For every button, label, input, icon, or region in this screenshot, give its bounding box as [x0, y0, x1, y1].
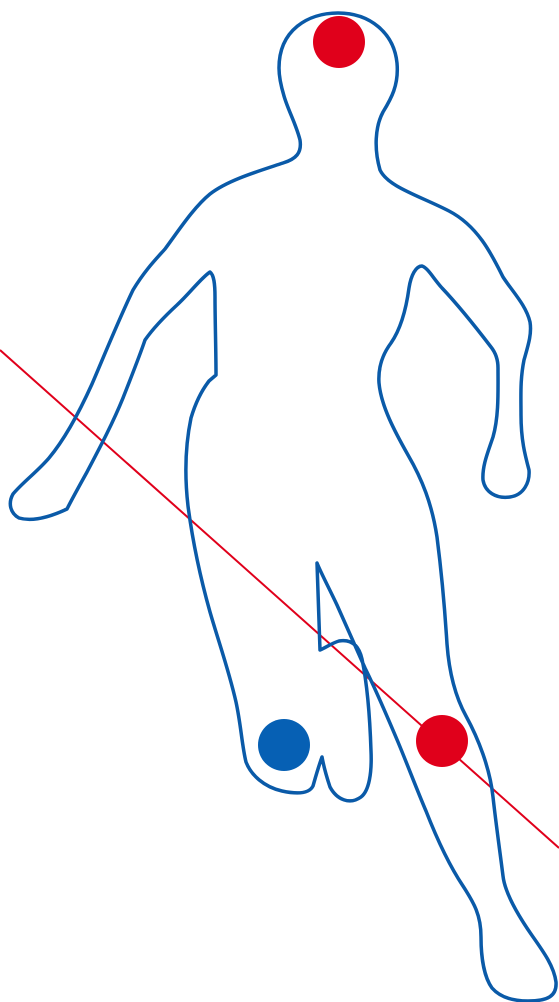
ball-marker: [258, 719, 310, 771]
body-outline: [10, 13, 556, 1001]
knee-marker: [416, 715, 468, 767]
head-marker: [313, 16, 365, 68]
diagonal-line: [0, 350, 559, 848]
